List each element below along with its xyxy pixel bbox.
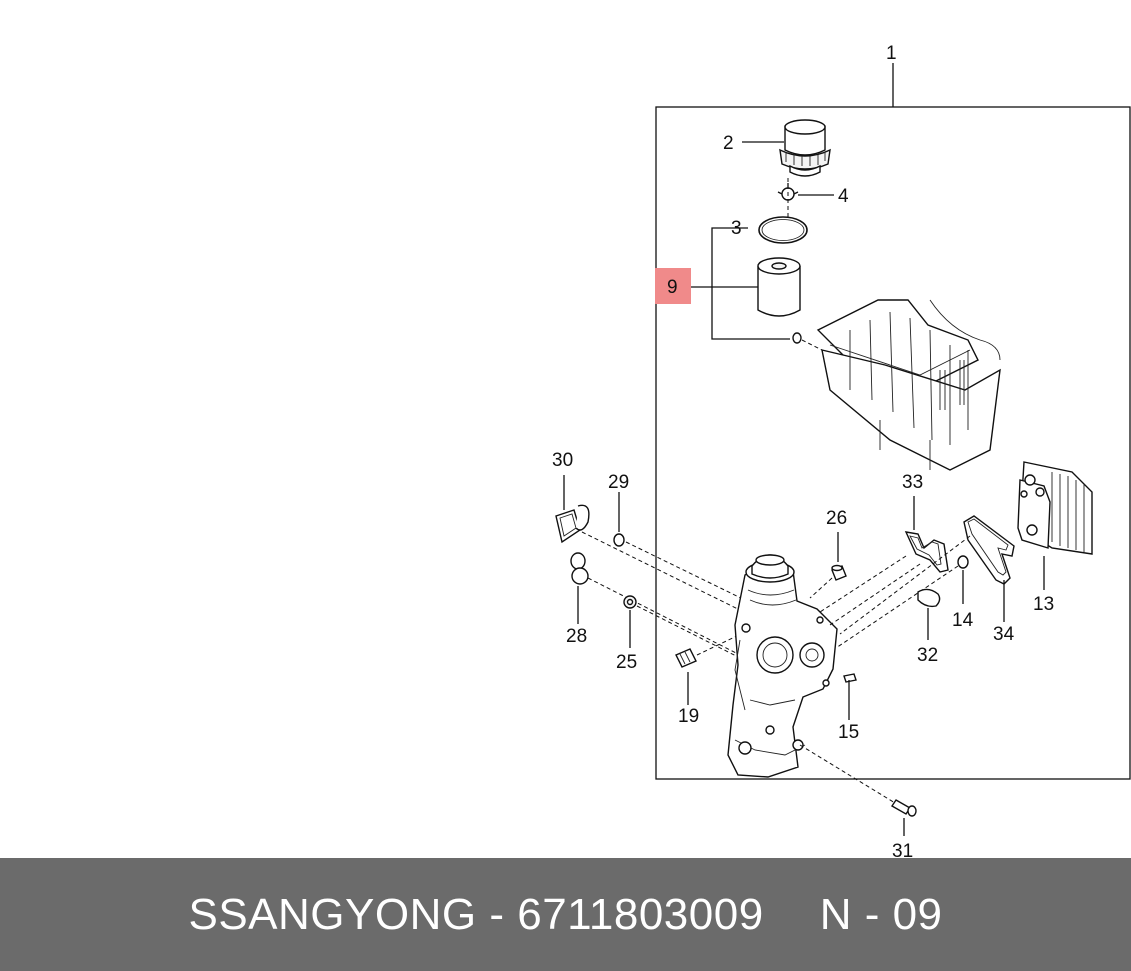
oil-filter-housing-part [727, 554, 838, 778]
callout-32[interactable]: 32 [917, 645, 938, 666]
footer-banner: SSANGYONG - 6711803009 N - 09 [0, 858, 1131, 971]
oil-filter-element-part [757, 257, 801, 317]
callout-33[interactable]: 33 [902, 472, 923, 493]
bolt-part [891, 799, 917, 817]
callout-9[interactable]: 9 [667, 277, 678, 298]
o-ring-part [758, 216, 808, 244]
part-number: 6711803009 [517, 889, 764, 939]
oil-filter-cap-part [779, 119, 831, 177]
highlighted-callout-box [655, 268, 691, 304]
callout-34[interactable]: 34 [993, 624, 1015, 645]
callout-30[interactable]: 30 [552, 450, 573, 471]
assembly-frame [655, 106, 1131, 780]
callout-4[interactable]: 4 [838, 186, 849, 207]
pressure-sensor-part [675, 648, 697, 668]
seal-ring-part [570, 552, 589, 585]
brand-name: SSANGYONG [188, 889, 477, 939]
oil-cooler-part [1017, 461, 1093, 555]
cooler-gasket-part [904, 531, 949, 573]
dowel-pin-part [831, 564, 847, 581]
screw-part [843, 673, 857, 690]
callout-28[interactable]: 28 [566, 626, 587, 647]
callout-14[interactable]: 14 [952, 610, 974, 631]
callout-31[interactable]: 31 [892, 841, 913, 858]
callout-26[interactable]: 26 [826, 508, 847, 529]
callout-2[interactable]: 2 [723, 133, 734, 154]
oil-pan-part [816, 299, 1001, 471]
small-gasket-part [917, 588, 941, 608]
separator: - [489, 889, 505, 939]
callout-1[interactable]: 1 [886, 43, 897, 64]
page-code: N - 09 [819, 889, 943, 939]
callout-13[interactable]: 13 [1033, 594, 1054, 615]
cooler-seal-part [963, 515, 1015, 585]
callout-25[interactable]: 25 [616, 652, 637, 673]
parts-diagram: 1 2 4 3 9 [552, 43, 1131, 858]
callout-19[interactable]: 19 [678, 706, 699, 727]
callout-29[interactable]: 29 [608, 472, 629, 493]
callout-15[interactable]: 15 [838, 722, 859, 743]
gasket-part [555, 504, 590, 544]
